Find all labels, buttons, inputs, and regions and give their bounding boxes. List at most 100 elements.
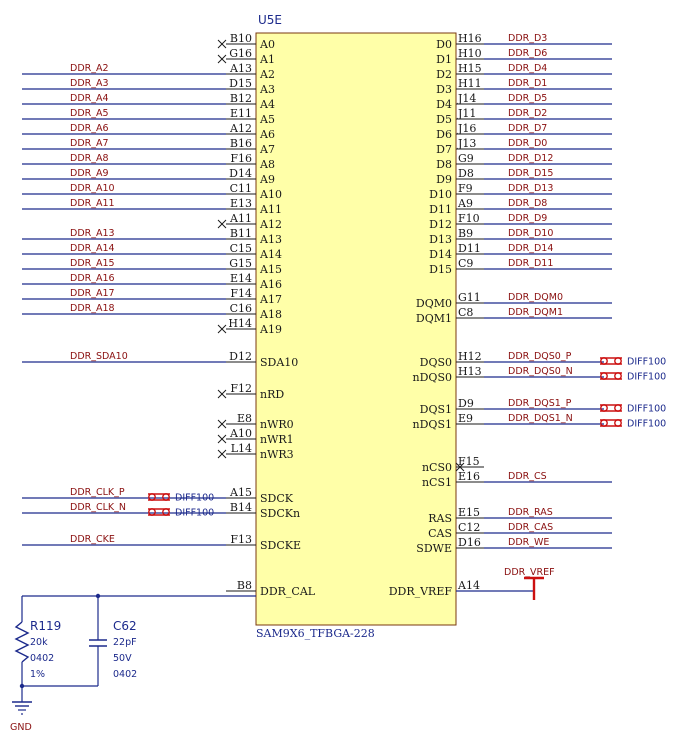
pin-name: DQM1 — [416, 312, 452, 325]
chip-body — [255, 32, 457, 626]
net-label: DDR_A17 — [70, 288, 115, 299]
pin-ball: G9 — [458, 152, 474, 165]
net-label: DDR_D9 — [508, 213, 547, 224]
net-label: DDR_A5 — [70, 108, 109, 119]
capacitor-voltage: 50V — [113, 653, 132, 664]
net-label: DDR_A6 — [70, 123, 109, 134]
pin-ball: E8 — [237, 412, 252, 425]
net-label: DDR_A8 — [70, 153, 109, 164]
pin-ball: D9 — [458, 397, 474, 410]
net-label: DDR_D14 — [508, 243, 553, 254]
pin-ball: J11 — [457, 107, 476, 120]
pin-name: D10 — [429, 188, 452, 201]
diff-label: DIFF100 — [627, 357, 666, 368]
resistor-tolerance: 1% — [30, 669, 45, 680]
net-label: DDR_DQS0_N — [508, 366, 573, 377]
pin-ball: B16 — [230, 137, 252, 150]
cal-network: GND R119 20k 0402 1% C62 22pF 50V 0402 — [10, 593, 256, 733]
pin-ball: H14 — [228, 317, 252, 330]
net-label: DDR_DQM0 — [508, 292, 563, 303]
pin-name: D0 — [436, 38, 452, 51]
pin-ball: G16 — [229, 47, 252, 60]
net-label: DDR_D1 — [508, 78, 547, 89]
net-label: DDR_CS — [508, 471, 547, 482]
pin-ball: A11 — [229, 212, 252, 225]
pin-name: D11 — [429, 203, 452, 216]
pin-ball: C9 — [458, 257, 473, 270]
pin-name: D3 — [436, 83, 452, 96]
diff-pair-icon — [600, 372, 608, 380]
no-connect-icon — [217, 54, 227, 64]
pin-name: D7 — [436, 143, 452, 156]
pin-ball: D16 — [458, 536, 481, 549]
vref-symbol — [456, 576, 544, 600]
pin-ball: D8 — [458, 167, 474, 180]
net-label: DDR_A15 — [70, 258, 115, 269]
pin-ball: C8 — [458, 306, 473, 319]
diff-label: DIFF100 — [627, 372, 666, 383]
pin-ball: E14 — [230, 272, 252, 285]
pin-ball: J14 — [457, 92, 476, 105]
pin-name: A6 — [259, 128, 275, 141]
pin-ball: L14 — [231, 442, 252, 455]
right-pin: A9 D11 DDR_D8 — [429, 197, 612, 216]
net-label: DDR_VREF — [504, 567, 555, 578]
pin-ball: E11 — [230, 107, 252, 120]
net-label: DDR_A2 — [70, 63, 109, 74]
pin-name: D12 — [429, 218, 452, 231]
pin-name: nDQS0 — [413, 371, 452, 384]
pin-ball: A14 — [457, 579, 480, 592]
net-label: DDR_WE — [508, 537, 549, 548]
net-label: DDR_D12 — [508, 153, 553, 164]
net-label: DDR_A18 — [70, 303, 115, 314]
pin-name: A18 — [259, 308, 282, 321]
net-label: DDR_D11 — [508, 258, 553, 269]
pin-name: D6 — [436, 128, 452, 141]
diff-label: DIFF100 — [627, 419, 666, 430]
diff-label: DIFF100 — [627, 404, 666, 415]
pin-name: D4 — [436, 98, 452, 111]
pin-name: A17 — [259, 293, 282, 306]
ground-icon — [12, 701, 32, 715]
net-label: DDR_D2 — [508, 108, 547, 119]
net-label: DDR_D13 — [508, 183, 553, 194]
pin-ball: H15 — [458, 62, 482, 75]
net-label: DDR_D10 — [508, 228, 553, 239]
diff-pair-icon — [148, 493, 156, 501]
pin-ball: E9 — [458, 412, 473, 425]
net-label: DDR_D8 — [508, 198, 547, 209]
ground-label: GND — [10, 722, 32, 733]
pin-ball: J13 — [457, 137, 476, 150]
pin-ball: F16 — [230, 152, 252, 165]
diff-pair-icon — [614, 419, 622, 427]
pin-ball: C15 — [230, 242, 252, 255]
pin-ball: C16 — [230, 302, 252, 315]
net-label: DDR_A4 — [70, 93, 109, 104]
chip-part: SAM9X6_TFBGA-228 — [256, 627, 375, 640]
diff-label: DIFF100 — [175, 493, 214, 504]
pin-ball: A9 — [457, 197, 473, 210]
no-connect-icon — [217, 389, 227, 399]
net-label: DDR_A10 — [70, 183, 115, 194]
pin-ball: F15 — [458, 455, 480, 468]
pin-ball: E16 — [458, 470, 480, 483]
pin-name: nRD — [260, 388, 284, 401]
pin-ball: D14 — [229, 167, 252, 180]
